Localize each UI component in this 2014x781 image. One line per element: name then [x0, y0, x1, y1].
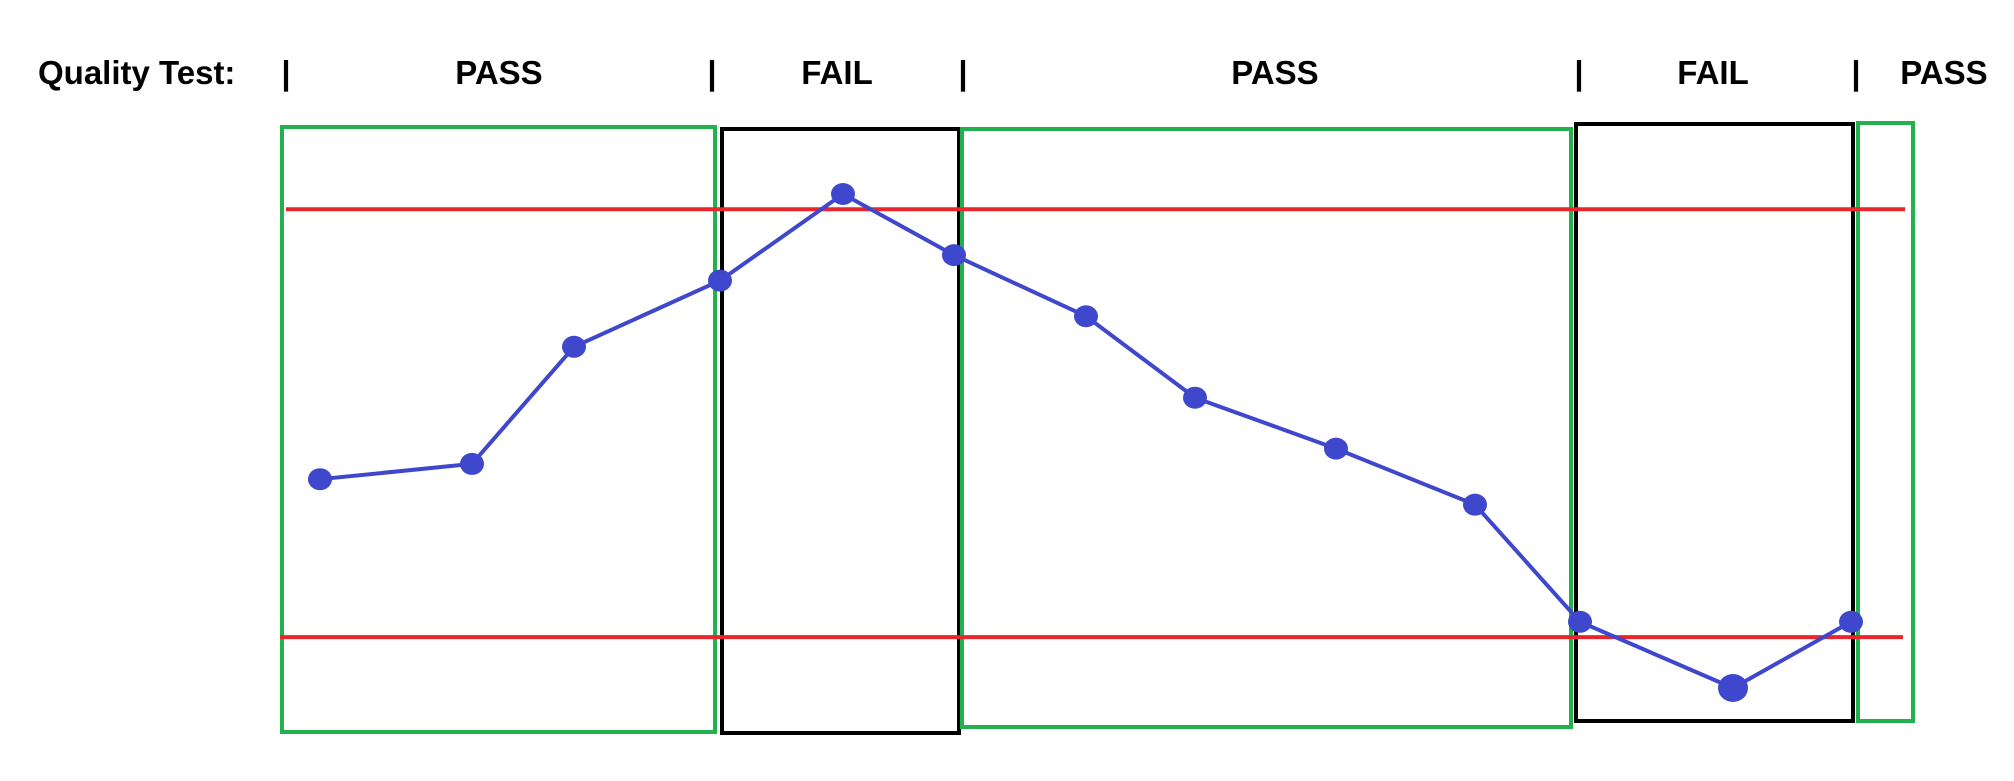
segment-label-1: PASS	[455, 54, 542, 91]
data-point	[460, 452, 484, 475]
segment-box-3	[960, 127, 1573, 729]
data-point	[1718, 674, 1748, 702]
separator-5: |	[1851, 54, 1860, 91]
data-point	[1839, 610, 1863, 633]
data-point	[831, 183, 855, 205]
data-point	[1324, 437, 1348, 460]
separator-4: |	[1574, 54, 1583, 91]
data-point	[1463, 493, 1487, 516]
data-point	[1183, 386, 1207, 409]
data-point	[308, 468, 332, 491]
data-point	[1568, 610, 1592, 633]
data-series	[308, 183, 1863, 702]
segment-box-1	[280, 125, 717, 734]
series-line	[319, 192, 1852, 690]
control-limits	[280, 207, 1905, 640]
data-point	[708, 269, 732, 292]
quality-test-label: Quality Test:	[38, 54, 235, 91]
segment-label-5: PASS	[1900, 54, 1987, 91]
segment-box-4	[1574, 122, 1855, 723]
separator-3: |	[958, 54, 967, 91]
segment-box-5	[1856, 121, 1915, 723]
segment-box-2	[720, 127, 961, 735]
segment-label-4: FAIL	[1677, 54, 1749, 91]
separator-2: |	[707, 54, 716, 91]
segment-label-3: PASS	[1231, 54, 1318, 91]
data-point	[562, 335, 586, 358]
data-point	[942, 244, 966, 267]
separator-1: |	[281, 54, 290, 91]
segment-label-2: FAIL	[801, 54, 873, 91]
data-point	[1074, 305, 1098, 328]
